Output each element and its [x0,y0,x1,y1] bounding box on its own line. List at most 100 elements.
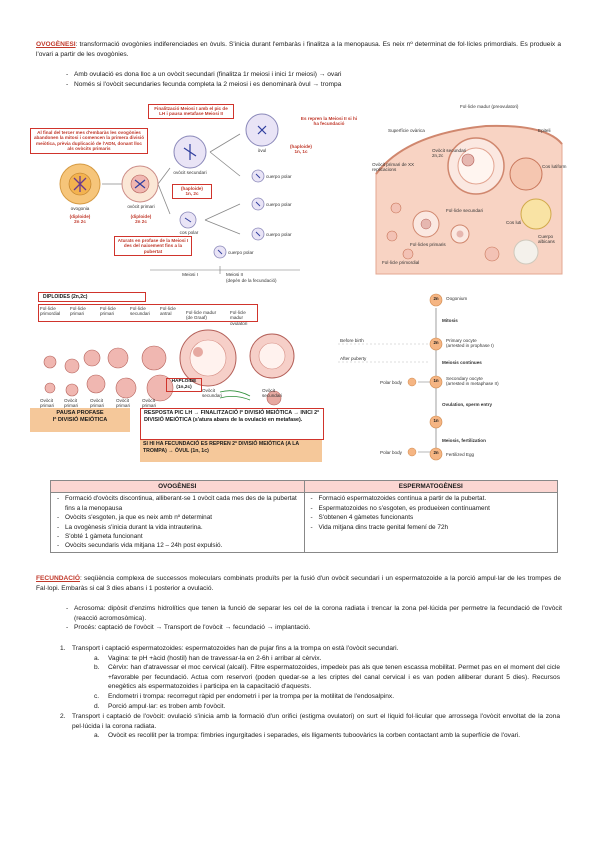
label-ovogonia-ploidy: (diploide) 2n 2c [69,214,91,225]
label-cos-polar-5: cuerpo polar [228,250,254,255]
stage-label-2: Fol·licle primari [70,306,86,317]
stage-label-1: Fol·licle primordial [40,306,61,317]
numbered-item-2-text: Transport i captació de l'ovòcit: ovulac… [72,713,560,730]
ovogenesi-bullet-2: Només si l'ovòcit secundaries fecunda co… [66,80,558,90]
badge-secondary: 1n [433,378,439,383]
sub-item-d-letter: d. [94,702,100,710]
pausa-box: PAUSA PROFASE Iª DIVISIÓ MEIÒTICA [30,408,130,432]
note-bottom: Aturats en profase de la Meiosi I des de… [114,236,192,257]
ovogenesi-definition: : transformació ovogònies indiferenciade… [36,41,561,58]
fecundacio-box: SI HI HA FECUNDACIÓ ES REPREN 2ª DIVISIÓ… [140,440,322,462]
ovary-diagram: Superfície ovàrica Fol·licle madur (preo… [366,104,568,278]
note-right: Es repren la Meiosi II si hi ha fecundac… [300,116,358,127]
badge-ovulation: 1n [433,418,439,423]
note-left: Al final del tercer mes d'embaràs les ov… [30,128,148,154]
stage-labels-box [38,304,258,322]
table-left-item: Formació d'ovòcits discontinua, allibera… [57,494,300,513]
sub-item-d: d. Porció ampul·lar: es troben amb l'ovòc… [94,702,560,712]
label-ovogonia: ovogonia [70,206,90,211]
label-meiosi-2: Meiosi II [226,272,244,277]
bottom-label-1: Ovòcit primari [40,398,55,409]
flow-fertilized-egg: Fertilized Egg [446,452,475,457]
badge-fertilized: 2n [433,450,439,455]
badge-primary: 2n [433,340,439,345]
sub-item-c: c. Endometri i trompa: recorregut ràpid p… [94,692,560,702]
flow-mitosis: Mitosis [442,318,458,323]
bottom-label-3: Ovòcit primari [90,398,105,409]
oogenesis-flow-svg [338,293,443,461]
sub-item-a-letter: a. [94,654,100,662]
label-ovul-ploidy: (haploide) 1n, 1c [290,144,312,155]
bottom-label-7: Ovòcit secundari [262,388,282,399]
sub-item-a: a. Vagina: te pH +àcid (hostil) han de tr… [94,654,560,664]
numbered-item-2-subs: a.Ovòcit es recollit per la trompa: fímb… [60,731,560,741]
ovary-label-9: Cuerpo albicans [538,234,555,245]
flow-before-birth: Before birth [340,338,364,343]
numbered-item-1-text: Transport i captació espermatozoides: es… [72,645,399,652]
flow-polar-body-2: Polar body [380,450,402,455]
fecundacio-bullet-2: Procés: captació de l'ovòcit → Transport… [66,623,562,633]
sub-item-a-text: Vagina: te pH +àcid (hostil) han de trav… [108,654,322,662]
sub-item-2a: a.Ovòcit es recollit per la trompa: fímb… [94,731,560,741]
ovary-label-8: Fol·licle primordial [382,260,420,265]
table-cell-ovogenesi: Formació d'ovòcits discontinua, allibera… [50,492,305,553]
haploide-box: HAPLOIDE (1n,2c) [166,378,202,392]
badge-oogonium: 2n [433,296,439,301]
label-cos-polar-3: cuerpo polar [266,202,292,207]
label-oocit-secundari-ploidy: (haploide) 1n, 2c [172,184,212,199]
bottom-label-6: Ovòcit secundari [202,388,222,399]
table-right-item: Vida mitjana dins tracte genital femení … [311,523,554,533]
resposta-box: RESPOSTA PIC LH → FINALITZACIÓ Iª DIVISI… [140,408,324,440]
ovogenesi-bullets: Amb ovulació es dona lloc a un ovòcit se… [58,70,558,89]
table-header-ovogenesi: OVOGÈNESI [50,479,305,494]
table-right-item: Formació espermatozoides contínua a part… [311,494,554,504]
table-left-item: La ovogènesis s'inicia durant la vida in… [57,523,300,533]
flow-primary-oocyte: Primary oocyte (arrested in prophase I) [446,338,494,349]
stage-label-6: Fol·licle madur (de Graaf) [186,310,217,321]
label-oocit-primari-ploidy: (diploide) 2n 2c [130,214,152,225]
label-oocit-primari: ovòcit primari [127,204,155,209]
sub-item-c-text: Endometri i trompa: recorregut ràpid per… [108,692,395,700]
sub-item-c-letter: c. [94,692,100,700]
fecundacio-paragraph: FECUNDACIÓ: seqüència complexa de succes… [36,574,561,593]
ovary-label-2: Fol·licle madur (preovulatori) [460,104,519,109]
stage-label-4: Fol·licle secundari [130,306,150,317]
label-meiosi-2-sub: (depèn de la fecundació) [226,278,277,283]
ovary-label-1: Superfície ovàrica [388,128,425,133]
sub-item-2a-letter: a. [94,732,100,740]
sub-item-d-text: Porció ampul·lar: es troben amb l'ovòcit… [108,702,226,710]
numbered-item-1: 1. Transport i captació espermatozoides:… [60,644,560,654]
table-right-item: S'obtenen 4 gàmetes funcionants [311,513,554,523]
stage-label-3: Fol·licle primari [100,306,116,317]
numbered-item-2-num: 2. [60,713,66,721]
table-left-item: Ovòcits s'esgoten, ja que es neix amb nº… [57,513,300,523]
sub-item-b: b. Cèrvix: han d'atravessar el moc cervic… [94,663,560,692]
table-right-item: Espermatozoides no s'esgoten, es produei… [311,504,554,514]
ovary-label-4: Epiteli [538,128,551,133]
comparison-table: OVOGÈNESI ESPERMATOGÈNESI Formació d'ovò… [50,479,558,553]
sub-item-b-text: Cèrvix: han d'atravessar el moc cervical… [108,664,560,691]
fecundacio-term: FECUNDACIÓ [36,575,80,582]
ovogenesi-bullet-1: Amb ovulació es dona lloc a un ovòcit se… [66,70,558,80]
flow-polar-body: Polar body [380,380,402,385]
diploides-header: DIPLOIDES (2n,2c) [38,292,146,302]
label-cos-polar: cos polar [179,230,199,235]
flow-meiosis-continues: Meiosis continues [442,360,482,365]
fecundacio-bullets: Acrosoma: dipòsit d'enzims hidrolítics q… [58,604,562,633]
meiosis-diagram: Al final del tercer mes d'embaràs les ov… [30,104,360,288]
sub-item-b-letter: b. [94,664,100,672]
flow-ovulation: Ovulation, sperm entry [442,402,493,407]
table-left-item: Ovòcits secundaris vida mitjana 12 – 24h… [57,541,300,551]
ovary-diagram-svg [375,124,563,275]
ovogenesi-term: OVOGÈNESI [36,41,76,48]
label-oocit-secundari: ovòcit secundari [173,170,207,175]
ovary-label-11: Fol·licles primaris [410,242,446,247]
note-top: Finalització Meiosi I amb el pic de LH i… [148,104,234,119]
label-meiosi-1: Meiosi I [182,272,198,277]
fecundacio-numbered: 1. Transport i captació espermatozoides:… [60,644,560,741]
comparison-table-wrap: OVOGÈNESI ESPERMATOGÈNESI Formació d'ovò… [50,479,558,553]
ovary-label-3: Ovòcit secundari 2n,2c [432,148,467,159]
follicle-svg [43,329,295,406]
numbered-item-2: 2. Transport i captació de l'ovòcit: ovu… [60,712,560,731]
stage-label-7: Fol·licle madur ovulatori [230,310,248,326]
